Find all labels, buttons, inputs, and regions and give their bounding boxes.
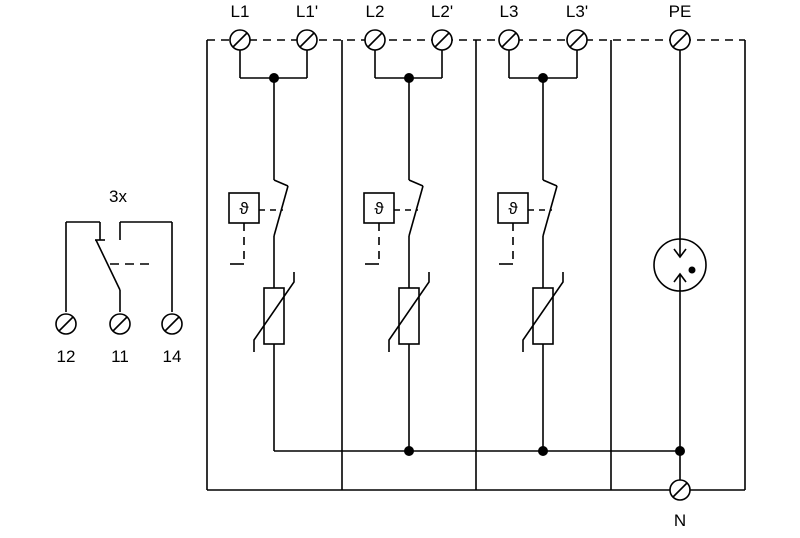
- theta-l1: ϑ: [239, 199, 249, 218]
- terminal-11: [109, 313, 131, 335]
- phase-l3-circuit: [497, 50, 578, 451]
- terminal-l3p: [566, 29, 588, 51]
- label-11: 11: [111, 347, 129, 366]
- theta-l3: ϑ: [508, 199, 518, 218]
- junction-l3: [538, 73, 548, 83]
- varistor-l3-slash: [522, 272, 564, 352]
- varistor-l2: [398, 287, 420, 345]
- terminal-l2: [364, 29, 386, 51]
- junction-l1: [269, 73, 279, 83]
- label-14: 14: [163, 347, 182, 366]
- label-l1p: L1': [296, 2, 318, 21]
- label-l3p: L3': [566, 2, 588, 21]
- terminal-l1: [229, 29, 251, 51]
- varistor-l1-slash: [253, 272, 295, 352]
- varistor-l3: [532, 287, 554, 345]
- theta-l2: ϑ: [374, 199, 384, 218]
- enclosure: [206, 39, 746, 491]
- terminal-12: [55, 313, 77, 335]
- label-l2p: L2': [431, 2, 453, 21]
- label-12: 12: [57, 347, 76, 366]
- terminal-14: [161, 313, 183, 335]
- terminal-l2p: [431, 29, 453, 51]
- terminal-l3: [498, 29, 520, 51]
- phase-l1-circuit: [228, 50, 308, 451]
- varistor-l1: [263, 287, 285, 345]
- label-multiplier: 3x: [109, 187, 127, 206]
- junction-l2: [404, 73, 414, 83]
- terminal-n: [669, 479, 691, 501]
- label-n: N: [674, 511, 686, 530]
- label-l1: L1: [231, 2, 250, 21]
- varistor-l2-slash: [388, 272, 430, 352]
- label-pe: PE: [669, 2, 692, 21]
- common-bus: [274, 50, 685, 480]
- label-l2: L2: [366, 2, 385, 21]
- spark-gap: [653, 238, 707, 292]
- phase-l2-circuit: [363, 50, 443, 451]
- terminal-l1p: [296, 29, 318, 51]
- label-l3: L3: [500, 2, 519, 21]
- terminal-pe: [669, 29, 691, 51]
- auxiliary-contact: [65, 221, 173, 312]
